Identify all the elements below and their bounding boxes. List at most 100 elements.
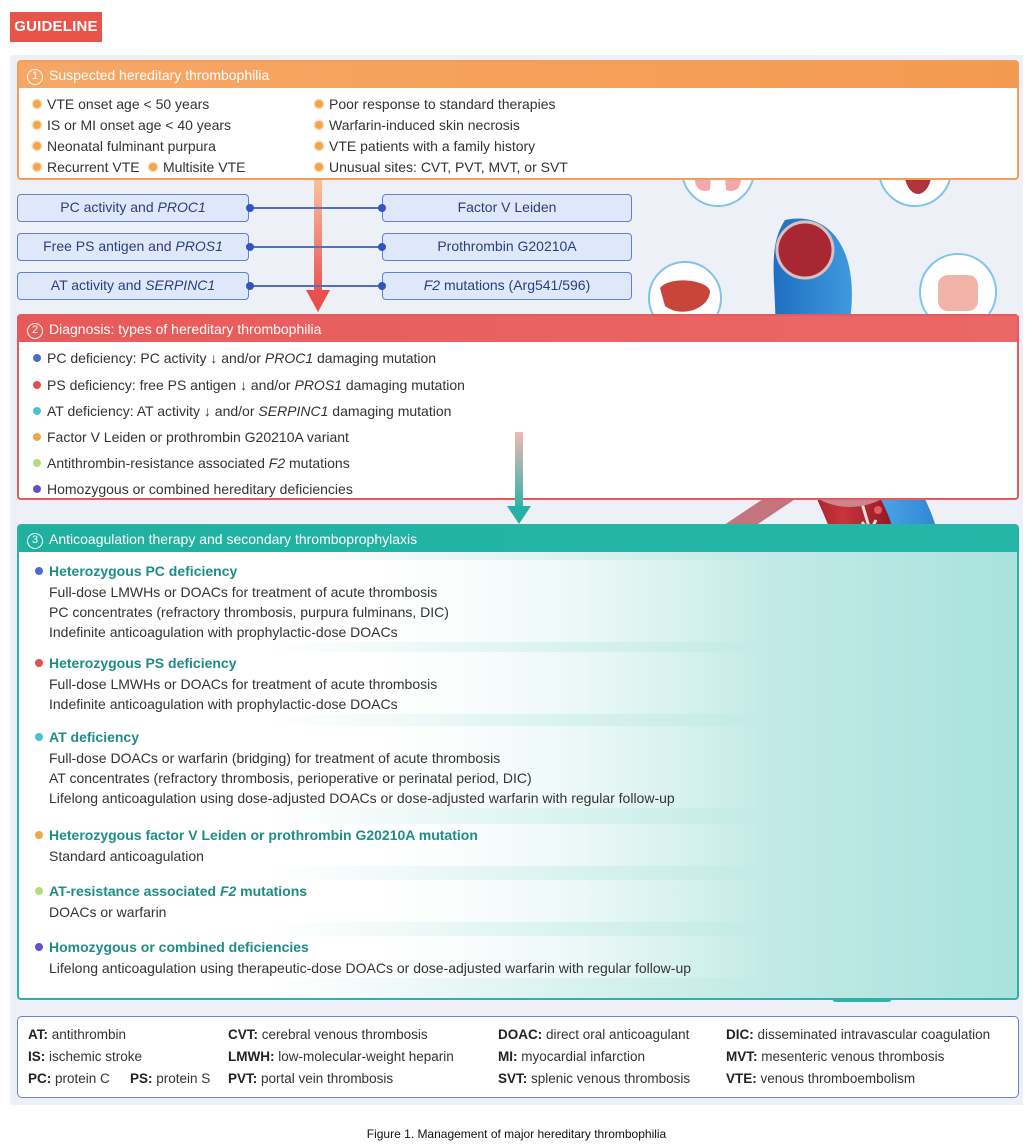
- legend-entry: PVT: portal vein thrombosis: [228, 1071, 394, 1086]
- section-2-number: 2: [27, 323, 43, 339]
- connector-line: [249, 246, 382, 248]
- therapy-card-title: Heterozygous factor V Leiden or prothrom…: [35, 827, 478, 843]
- legend-entry: SVT: splenic venous thrombosis: [498, 1071, 691, 1086]
- therapy-card-line: AT concentrates (refractory thrombosis, …: [49, 770, 532, 786]
- bullet-dot: [35, 567, 43, 575]
- therapy-card-title: Heterozygous PS deficiency: [35, 655, 237, 671]
- diagnosis-item: PC deficiency: PC activity ↓ and/or PROC…: [33, 350, 436, 366]
- criterion-item: Unusual sites: CVT, PVT, MVT, or SVT: [315, 159, 568, 175]
- test-ps: Free PS antigen and PROS1: [17, 233, 249, 261]
- therapy-card-line: DOACs or warfarin: [49, 904, 167, 920]
- criterion-item: Recurrent VTE: [33, 159, 140, 175]
- connector-dot: [246, 282, 254, 290]
- legend-entry: AT: antithrombin: [28, 1027, 127, 1042]
- criterion-item: Multisite VTE: [149, 159, 245, 175]
- flow-arrow-2-3: [507, 432, 531, 524]
- legend-entry: MVT: mesenteric venous thrombosis: [726, 1049, 945, 1064]
- bullet-dot: [33, 407, 41, 415]
- diagnosis-item: Antithrombin-resistance associated F2 mu…: [33, 455, 350, 471]
- bullet-dot: [315, 100, 323, 108]
- criterion-item: VTE patients with a family history: [315, 138, 535, 154]
- bullet-dot: [35, 659, 43, 667]
- bullet-dot: [33, 142, 41, 150]
- therapy-card-line: Full-dose LMWHs or DOACs for treatment o…: [49, 584, 438, 600]
- therapy-card-line: Lifelong anticoagulation using therapeut…: [49, 960, 692, 976]
- section-3-number: 3: [27, 533, 43, 549]
- diagnosis-item: AT deficiency: AT activity ↓ and/or SERP…: [33, 403, 451, 419]
- section-1-number: 1: [27, 69, 43, 85]
- test-at: AT activity and SERPINC1: [17, 272, 249, 300]
- diagnosis-item: PS deficiency: free PS antigen ↓ and/or …: [33, 377, 465, 393]
- criterion-item: Poor response to standard therapies: [315, 96, 555, 112]
- connector-dot: [378, 243, 386, 251]
- legend-entry: CVT: cerebral venous thrombosis: [228, 1027, 428, 1042]
- therapy-card-title: Heterozygous PC deficiency: [35, 563, 237, 579]
- flow-arrow-1-2: [306, 180, 330, 312]
- diagnosis-item: Homozygous or combined hereditary defici…: [33, 481, 353, 497]
- connector-dot: [378, 282, 386, 290]
- section-2-title: Diagnosis: types of hereditary thromboph…: [49, 321, 322, 337]
- therapy-card-line: Indefinite anticoagulation with prophyla…: [49, 696, 398, 712]
- clot-top: [775, 220, 835, 280]
- bullet-dot: [315, 121, 323, 129]
- criterion-item: VTE onset age < 50 years: [33, 96, 209, 112]
- therapy-card-line: Full-dose DOACs or warfarin (bridging) f…: [49, 750, 501, 766]
- bullet-dot: [33, 459, 41, 467]
- guideline-tag: GUIDELINE: [10, 12, 102, 42]
- section-2-header: 2 Diagnosis: types of hereditary thrombop…: [19, 316, 1017, 342]
- therapy-card-line: Indefinite anticoagulation with prophyla…: [49, 624, 398, 640]
- connector-dot: [378, 204, 386, 212]
- legend-entry: PS: protein S: [130, 1071, 211, 1086]
- bullet-dot: [33, 485, 41, 493]
- test-factor-v: Factor V Leiden: [382, 194, 632, 222]
- therapy-card-line: PC concentrates (refractory thrombosis, …: [49, 604, 449, 620]
- section-therapy: 3 Anticoagulation therapy and secondary t…: [17, 524, 1019, 1000]
- connector-line: [249, 207, 382, 209]
- legend-entry: MI: myocardial infarction: [498, 1049, 646, 1064]
- section-1-header: 1 Suspected hereditary thrombophilia: [19, 62, 1017, 88]
- therapy-card-line: Full-dose LMWHs or DOACs for treatment o…: [49, 676, 438, 692]
- legend-entry: LMWH: low-molecular-weight heparin: [228, 1049, 454, 1064]
- section-3-header: 3 Anticoagulation therapy and secondary t…: [19, 526, 1017, 552]
- bullet-dot: [33, 354, 41, 362]
- connector-dot: [246, 204, 254, 212]
- abbreviation-legend: AT: antithrombin CVT: cerebral venous thr…: [17, 1016, 1019, 1098]
- legend-entry: PC: protein C: [28, 1071, 110, 1086]
- legend-entry: DOAC: direct oral anticoagulant: [498, 1027, 690, 1042]
- bullet-dot: [33, 163, 41, 171]
- test-prothrombin: Prothrombin G20210A: [382, 233, 632, 261]
- bullet-dot: [35, 943, 43, 951]
- section-3-title: Anticoagulation therapy and secondary th…: [49, 531, 418, 547]
- therapy-card-line: Lifelong anticoagulation using dose-adju…: [49, 790, 675, 806]
- connector-dot: [246, 243, 254, 251]
- bullet-dot: [315, 163, 323, 171]
- diagnosis-item: Factor V Leiden or prothrombin G20210A v…: [33, 429, 349, 445]
- section-1-title: Suspected hereditary thrombophilia: [49, 67, 270, 83]
- therapy-card-title: Homozygous or combined deficiencies: [35, 939, 309, 955]
- criterion-item: Neonatal fulminant purpura: [33, 138, 216, 154]
- therapy-card: Heterozygous factor V Leiden or prothrom…: [29, 824, 769, 866]
- figure-caption: Figure 1. Management of major hereditary…: [366, 1127, 667, 1141]
- bullet-dot: [33, 433, 41, 441]
- bullet-dot: [35, 733, 43, 741]
- legend-entry: VTE: venous thromboembolism: [726, 1071, 916, 1086]
- criterion-item: Warfarin-induced skin necrosis: [315, 117, 520, 133]
- therapy-card-title: AT deficiency: [35, 729, 139, 745]
- bullet-dot: [315, 142, 323, 150]
- therapy-card-title: AT-resistance associated F2 mutations: [35, 883, 307, 899]
- bullet-dot: [33, 100, 41, 108]
- criterion-item: IS or MI onset age < 40 years: [33, 117, 231, 133]
- connector-line: [249, 285, 382, 287]
- legend-entry: IS: ischemic stroke: [28, 1049, 143, 1064]
- section-suspected: 1 Suspected hereditary thrombophilia VTE …: [17, 60, 1019, 180]
- bullet-dot: [149, 163, 157, 171]
- legend-entry: DIC: disseminated intravascular coagulat…: [726, 1027, 991, 1042]
- bullet-dot: [33, 381, 41, 389]
- bullet-dot: [35, 831, 43, 839]
- bullet-dot: [33, 121, 41, 129]
